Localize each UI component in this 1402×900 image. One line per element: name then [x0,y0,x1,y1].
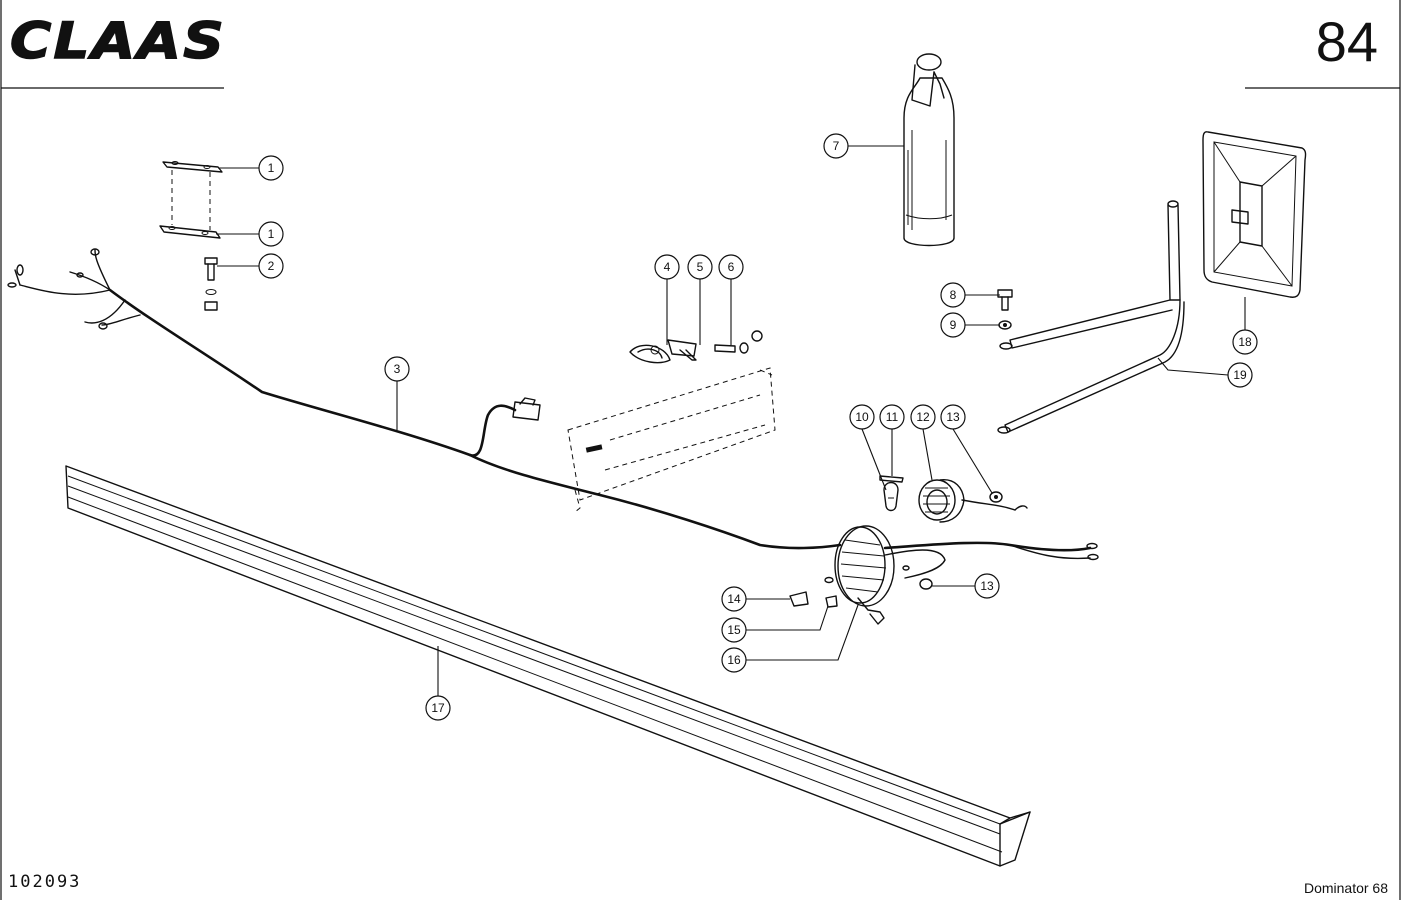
work-lamp-part [834,525,1099,625]
callout-label: 11 [886,410,899,424]
callout-7: 7 [823,133,849,159]
model-name: Dominator 68 [1303,880,1388,896]
callout-1-upper: 1 [258,155,284,181]
callout-label: 3 [394,362,401,376]
callout-12: 12 [910,404,936,430]
drawing-number: 102093 [8,872,82,892]
callout-9: 9 [940,312,966,338]
callout-13-upper: 13 [940,404,966,430]
callout-label: 12 [916,410,930,424]
callout-15: 15 [721,617,747,643]
callout-label: 10 [855,410,869,424]
callout-6: 6 [718,254,744,280]
svg-text:CLAAS: CLAAS [10,14,226,66]
lamp-socket-part [918,479,1028,523]
callout-label: 14 [727,592,741,606]
callout-11: 11 [879,404,905,430]
bulb-holder-part [879,475,904,483]
callout-label: 2 [268,259,275,273]
callout-label: 4 [664,260,671,274]
bulb-part [883,481,899,512]
bolt-part [204,257,218,311]
mirror-washer-part [998,320,1012,330]
callout-label: 9 [950,318,957,332]
callout-label: 13 [946,410,960,424]
callout-label: 15 [727,623,741,637]
callout-2: 2 [258,253,284,279]
callout-10: 10 [849,404,875,430]
callout-label: 16 [727,653,741,667]
lamp-screw-part [789,576,834,607]
callout-17: 17 [425,695,451,721]
callout-label: 18 [1238,335,1252,349]
horn-part [629,344,671,364]
callout-19: 19 [1227,362,1253,388]
mirror-arm-part [997,200,1185,434]
callout-label: 19 [1233,368,1247,382]
page-number: 84 [1315,10,1378,73]
lamp-clip-part [825,595,838,608]
callout-18: 18 [1232,329,1258,355]
horn-bolt-part [714,330,763,354]
fire-extinguisher-part [903,53,955,247]
callout-label: 6 [728,260,735,274]
nut-part-upper [989,491,1003,503]
callout-label: 5 [697,260,704,274]
callout-label: 7 [833,139,840,153]
callout-label: 13 [980,579,994,593]
callout-label: 1 [268,161,275,175]
callout-3: 3 [384,356,410,382]
nut-part-lower [919,578,933,590]
mounting-plate-part [159,161,223,239]
horn-bracket-part [667,339,697,361]
callout-label: 1 [268,227,275,241]
profile-rail-part [65,465,1031,867]
wiring-harness-part [7,248,842,550]
callout-1-lower: 1 [258,221,284,247]
callout-8: 8 [940,282,966,308]
callout-label: 8 [950,288,957,302]
leader-lines [216,145,1246,696]
callout-5: 5 [687,254,713,280]
mirror-bolt-part [997,289,1013,311]
callout-label: 17 [431,701,445,715]
mounting-panel-outline [567,367,776,513]
callout-14: 14 [721,586,747,612]
mirror-part [1202,131,1307,298]
callout-16: 16 [721,647,747,673]
callout-13-lower: 13 [974,573,1000,599]
claas-logo: CLAAS [9,14,226,66]
callout-4: 4 [654,254,680,280]
